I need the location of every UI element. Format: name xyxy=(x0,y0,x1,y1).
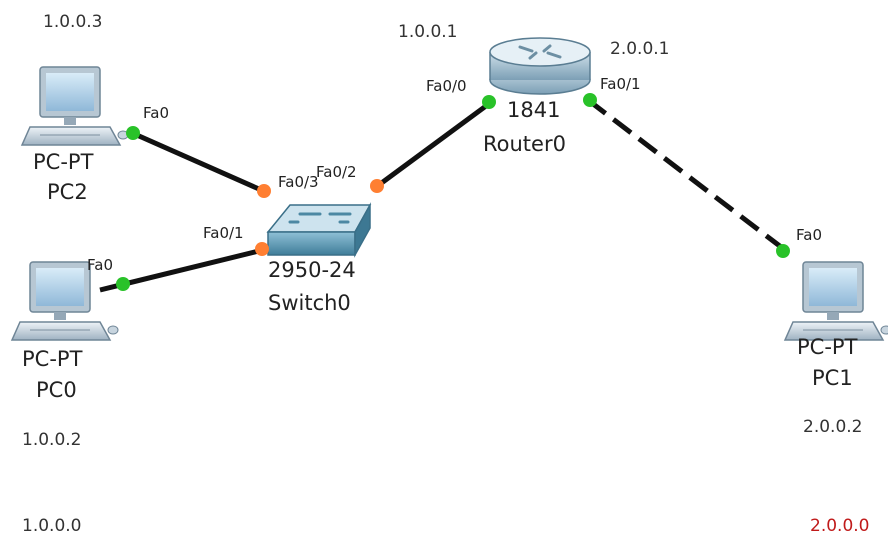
router-icon[interactable] xyxy=(489,37,591,95)
pc2-model: PC-PT xyxy=(33,150,94,174)
pc1-ip: 2.0.0.2 xyxy=(803,417,863,437)
switch-port-fa03: Fa0/3 xyxy=(278,173,319,191)
router-name: Router0 xyxy=(483,132,566,156)
link-router-pc1 xyxy=(586,98,787,252)
status-dot-switch-fa03 xyxy=(257,184,271,198)
pc1-icon[interactable] xyxy=(784,261,888,341)
pc2-name: PC2 xyxy=(47,180,88,204)
switch-port-fa02: Fa0/2 xyxy=(316,163,357,181)
pc1-port-label: Fa0 xyxy=(796,226,822,244)
status-dot-pc1-fa0 xyxy=(776,244,790,258)
router-model: 1841 xyxy=(507,98,561,122)
status-dot-pc2-fa0 xyxy=(126,126,140,140)
status-dot-pc0-fa0 xyxy=(116,277,130,291)
router-ip-left: 1.0.0.1 xyxy=(398,22,458,42)
switch-port-fa01: Fa0/1 xyxy=(203,224,244,242)
pc0-name: PC0 xyxy=(36,378,77,402)
switch-name: Switch0 xyxy=(268,291,351,315)
status-dot-switch-fa01 xyxy=(255,242,269,256)
router-ip-right: 2.0.0.1 xyxy=(610,39,670,59)
link-pc2-switch xyxy=(128,129,270,196)
pc2-port-label: Fa0 xyxy=(143,104,169,122)
status-dot-switch-fa02 xyxy=(370,179,384,193)
pc1-model: PC-PT xyxy=(797,335,858,359)
switch-icon[interactable] xyxy=(266,202,372,258)
pc1-name: PC1 xyxy=(812,366,853,390)
status-dot-router-fa01 xyxy=(583,93,597,107)
switch-model: 2950-24 xyxy=(268,258,356,282)
router-port-fa01: Fa0/1 xyxy=(600,75,641,93)
router-port-fa00: Fa0/0 xyxy=(426,77,467,95)
link-switch-router xyxy=(370,100,492,193)
network-right-label: 2.0.0.0 xyxy=(810,516,870,536)
pc0-ip: 1.0.0.2 xyxy=(22,430,82,450)
pc0-model: PC-PT xyxy=(22,347,83,371)
status-dot-router-fa00 xyxy=(482,95,496,109)
pc2-ip: 1.0.0.3 xyxy=(43,12,103,32)
network-left-label: 1.0.0.0 xyxy=(22,516,82,536)
pc0-port-label: Fa0 xyxy=(87,256,113,274)
pc2-icon[interactable] xyxy=(21,66,129,146)
